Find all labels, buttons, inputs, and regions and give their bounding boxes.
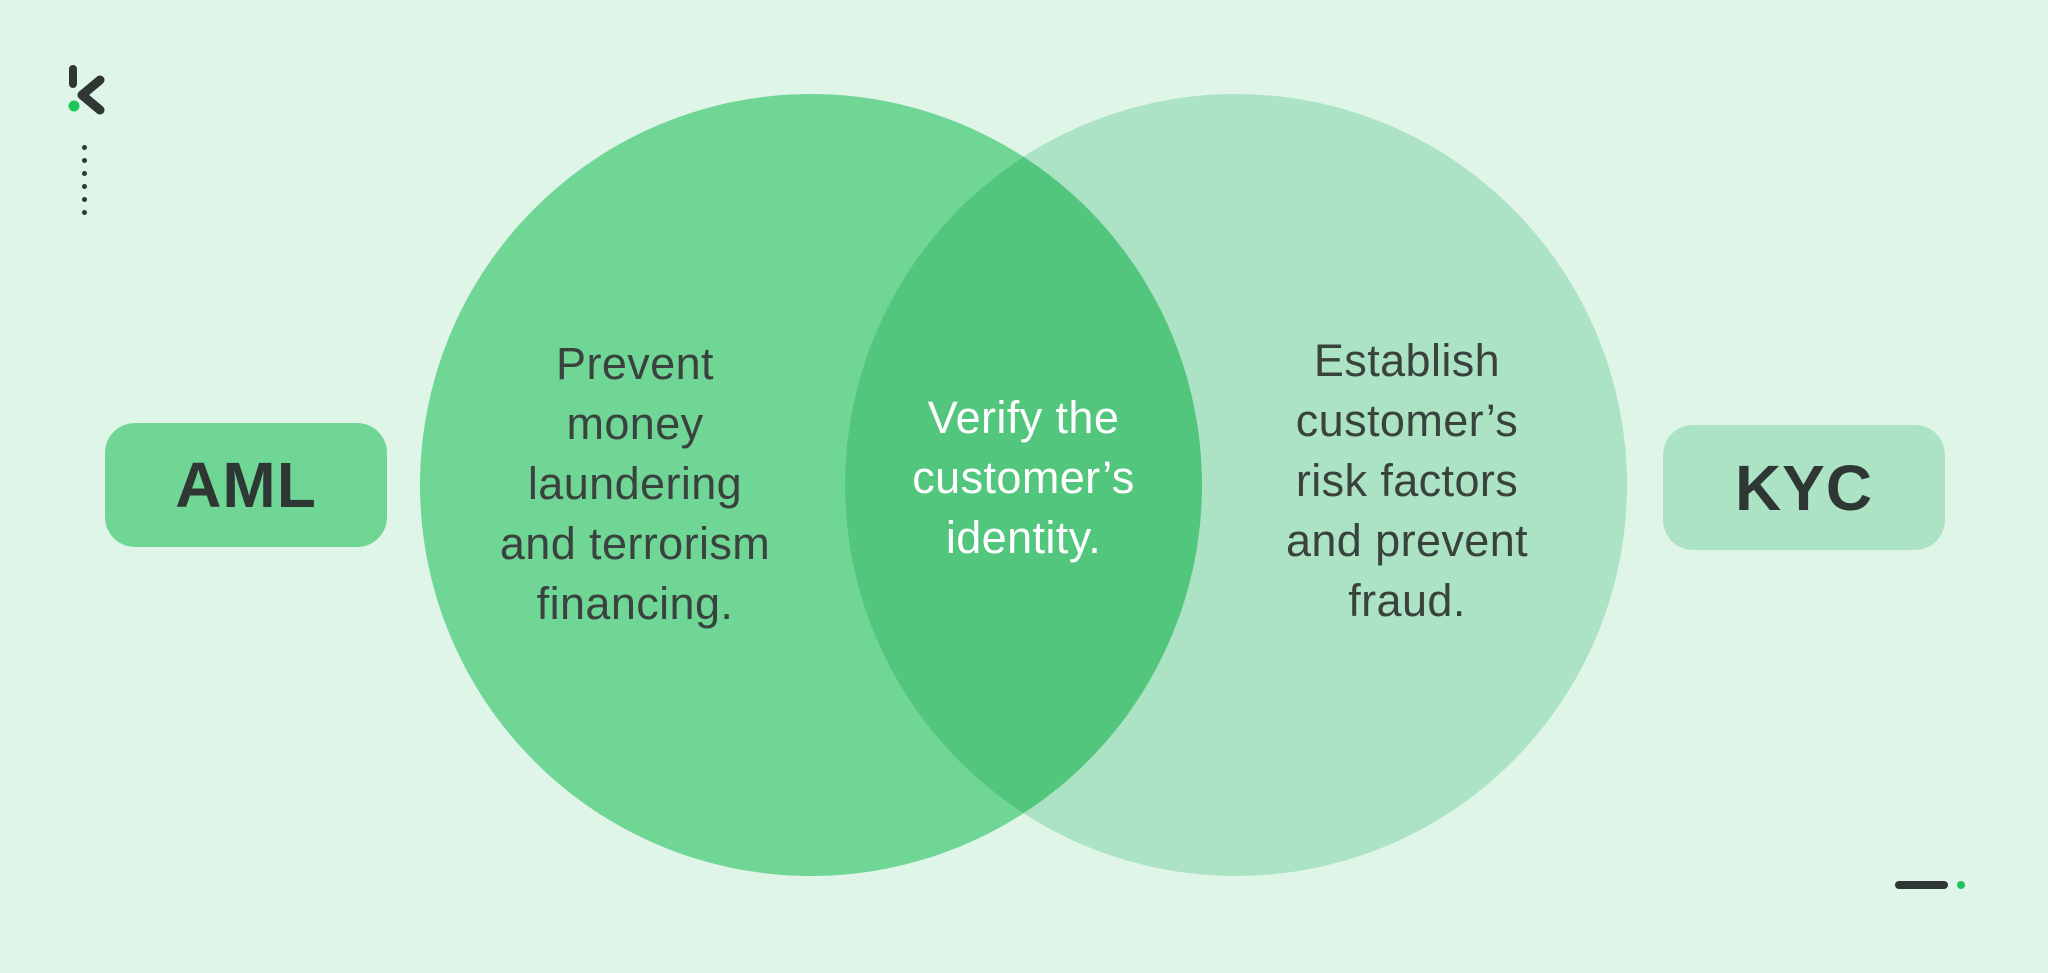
- dot: [82, 197, 87, 202]
- vertical-dotted-line: [82, 145, 87, 215]
- footer-mark: [1895, 881, 1965, 889]
- kyc-circle-text: Establish customer’s risk factors and pr…: [1207, 331, 1607, 631]
- text-line: laundering: [527, 458, 743, 509]
- text-line: identity.: [945, 512, 1102, 563]
- text-line: customer’s: [1295, 395, 1519, 446]
- text-line: and terrorism: [499, 518, 771, 569]
- aml-circle-text: Prevent money laundering and terrorism f…: [435, 334, 835, 634]
- text-line: money: [566, 398, 704, 449]
- dot: [82, 210, 87, 215]
- dot: [82, 184, 87, 189]
- text-line: Establish: [1313, 335, 1501, 386]
- text-line: financing.: [536, 578, 734, 629]
- text-line: and prevent: [1285, 515, 1529, 566]
- text-line: Verify the: [927, 392, 1120, 443]
- logo-bar: [69, 65, 77, 88]
- dot: [82, 158, 87, 163]
- dot: [82, 171, 87, 176]
- k-logo-icon: [68, 65, 105, 115]
- kyc-badge: KYC: [1663, 425, 1945, 550]
- overlap-region: [845, 94, 1202, 876]
- overlap-text: Verify the customer’s identity.: [848, 388, 1199, 568]
- logo-chevron-icon: [77, 75, 105, 115]
- aml-badge: AML: [105, 423, 387, 547]
- footer-green-dot: [1957, 881, 1965, 889]
- text-line: risk factors: [1295, 455, 1519, 506]
- dot: [82, 145, 87, 150]
- text-line: Prevent: [556, 338, 714, 389]
- footer-dash: [1895, 881, 1948, 889]
- logo-green-dot: [68, 100, 80, 112]
- text-line: customer’s: [912, 452, 1135, 503]
- text-line: fraud.: [1348, 575, 1466, 626]
